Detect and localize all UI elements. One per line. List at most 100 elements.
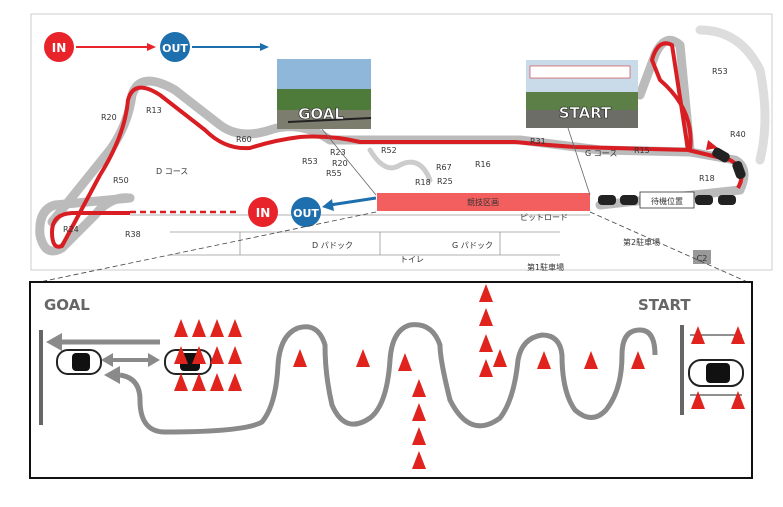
- competition-zone-label: 競技区画: [467, 197, 499, 207]
- cone: [210, 373, 224, 391]
- radius-label: R15: [634, 146, 650, 155]
- path-arrow-head: [104, 366, 120, 384]
- competition-zone: [377, 193, 590, 211]
- cone: [174, 319, 188, 337]
- cone: [412, 403, 426, 421]
- radius-label: R53: [302, 157, 318, 166]
- radius-label: R38: [125, 230, 141, 239]
- cone: [584, 351, 598, 369]
- course-d-label: D コース: [156, 167, 188, 176]
- cone: [412, 451, 426, 469]
- start-photo: START: [526, 60, 638, 128]
- cone: [174, 373, 188, 391]
- radius-label: R20: [332, 159, 348, 168]
- car-start: [688, 359, 744, 387]
- double-arrow-left: [101, 353, 113, 367]
- radius-label: R50: [113, 176, 129, 185]
- start-photo-label: START: [559, 104, 612, 122]
- layout-goal-label: GOAL: [44, 296, 90, 314]
- radius-label: R16: [475, 160, 491, 169]
- cone: [731, 326, 745, 344]
- corner-tag: C2: [697, 254, 708, 263]
- race-route: [50, 41, 744, 249]
- map-in-out-markers: IN OUT: [248, 196, 377, 227]
- cone: [398, 353, 412, 371]
- cone: [479, 308, 493, 326]
- cone: [412, 427, 426, 445]
- legend-out-badge: [160, 32, 190, 62]
- cone: [479, 359, 493, 377]
- cone: [537, 351, 551, 369]
- corner-tag-box: [693, 250, 711, 264]
- cone: [731, 391, 745, 409]
- legend-out-label: OUT: [162, 42, 188, 55]
- map-out-arrow-head: [322, 199, 334, 211]
- slalom-path: [119, 322, 658, 435]
- route-arrow-head: [706, 140, 718, 150]
- start-photo-pointer: [567, 127, 591, 196]
- cone: [192, 319, 206, 337]
- radius-label: R52: [381, 146, 397, 155]
- cone: [479, 284, 493, 302]
- legend-in-arrow-head: [147, 43, 156, 51]
- goal-photo-label: GOAL: [298, 105, 344, 123]
- legend-in-badge: [44, 32, 74, 62]
- radius-label: R18: [699, 174, 715, 183]
- zoom-line-left: [29, 211, 377, 285]
- radius-label: R31: [530, 137, 546, 146]
- cone: [493, 349, 507, 367]
- car-goal: [56, 349, 102, 375]
- goal-arrow-head: [46, 333, 62, 351]
- radius-label: R60: [236, 135, 252, 144]
- map-in-label: IN: [256, 206, 271, 220]
- zoom-line-right: [589, 211, 753, 285]
- cone: [412, 379, 426, 397]
- d-paddock-label: D パドック: [312, 241, 353, 250]
- cone: [210, 346, 224, 364]
- radius-label: R13: [146, 106, 162, 115]
- radius-labels: R13 R20 R50 R24 R38 R60 R23 R53 R20 R55 …: [63, 67, 746, 239]
- cone: [691, 391, 705, 409]
- cone: [192, 346, 206, 364]
- radius-label: R40: [730, 130, 746, 139]
- cone: [192, 373, 206, 391]
- cone: [479, 334, 493, 352]
- toilet-label: トイレ: [400, 255, 424, 264]
- radius-label: R25: [437, 177, 453, 186]
- map-out-label: OUT: [293, 207, 319, 220]
- radius-label: R67: [436, 163, 452, 172]
- cone: [631, 351, 645, 369]
- cone: [228, 319, 242, 337]
- map-out-arrow: [329, 196, 377, 207]
- first-car-park-label: 第1駐車場: [527, 262, 564, 272]
- radius-label: R55: [326, 169, 342, 178]
- cone: [293, 349, 307, 367]
- cone: [210, 319, 224, 337]
- radius-label: R24: [63, 225, 79, 234]
- cone: [228, 373, 242, 391]
- g-paddock-label: G パドック: [452, 241, 493, 250]
- legend: IN OUT: [44, 32, 269, 62]
- double-arrow-right: [148, 353, 160, 367]
- map-out-badge: [291, 197, 321, 227]
- cone: [356, 349, 370, 367]
- layout-start-label: START: [638, 296, 691, 314]
- map-in-badge: [248, 197, 278, 227]
- layout-frame: [29, 281, 753, 479]
- legend-out-arrow-head: [260, 43, 269, 51]
- cone: [174, 346, 188, 364]
- cone: [228, 346, 242, 364]
- goal-photo: GOAL: [277, 59, 372, 129]
- pit-road-label: ピットロード: [520, 213, 568, 222]
- radius-label: R23: [330, 148, 346, 157]
- course-g-label: G コース: [585, 149, 617, 158]
- cone: [691, 326, 705, 344]
- waiting-position-label: 待機位置: [651, 196, 683, 206]
- goal-photo-pointer: [321, 128, 377, 196]
- waiting-position-box: [639, 191, 695, 209]
- radius-label: R53: [712, 67, 728, 76]
- waiting-cars: [598, 147, 746, 205]
- radius-label: R20: [101, 113, 117, 122]
- second-car-park-label: 第2駐車場: [623, 237, 660, 247]
